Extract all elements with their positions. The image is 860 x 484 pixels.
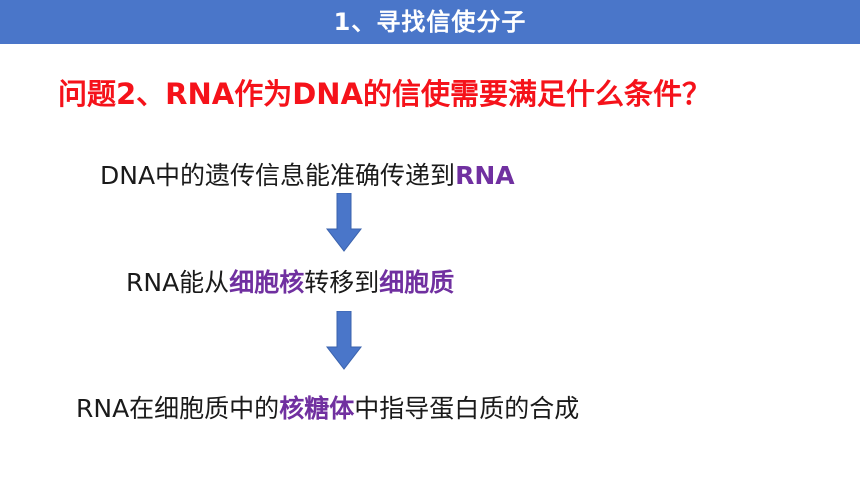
step-1: DNA中的遗传信息能准确传递到RNA <box>100 157 515 195</box>
arrow-down-icon <box>325 193 363 252</box>
step-1-highlight: RNA <box>455 161 515 190</box>
question-text: 问题2、RNA作为DNA的信使需要满足什么条件？ <box>58 77 712 111</box>
step-2-highlight-2: 细胞质 <box>379 268 455 297</box>
step-2-highlight-1: 细胞核 <box>229 268 305 297</box>
step-2-text-middle: 转移到 <box>304 268 380 297</box>
step-2-text: RNA能从 <box>126 268 230 297</box>
step-3: RNA在细胞质中的核糖体中指导蛋白质的合成 <box>76 390 579 428</box>
step-3-text: RNA在细胞质中的 <box>76 394 280 423</box>
step-2: RNA能从细胞核转移到细胞质 <box>126 264 454 302</box>
arrow-down-icon <box>325 311 363 370</box>
step-1-text: DNA中的遗传信息能准确传递到 <box>100 161 456 190</box>
step-3-highlight: 核糖体 <box>279 394 355 423</box>
step-3-text-end: 中指导蛋白质的合成 <box>354 394 580 423</box>
slide-title: 1、寻找信使分子 <box>333 8 527 36</box>
header-bar <box>0 0 860 44</box>
